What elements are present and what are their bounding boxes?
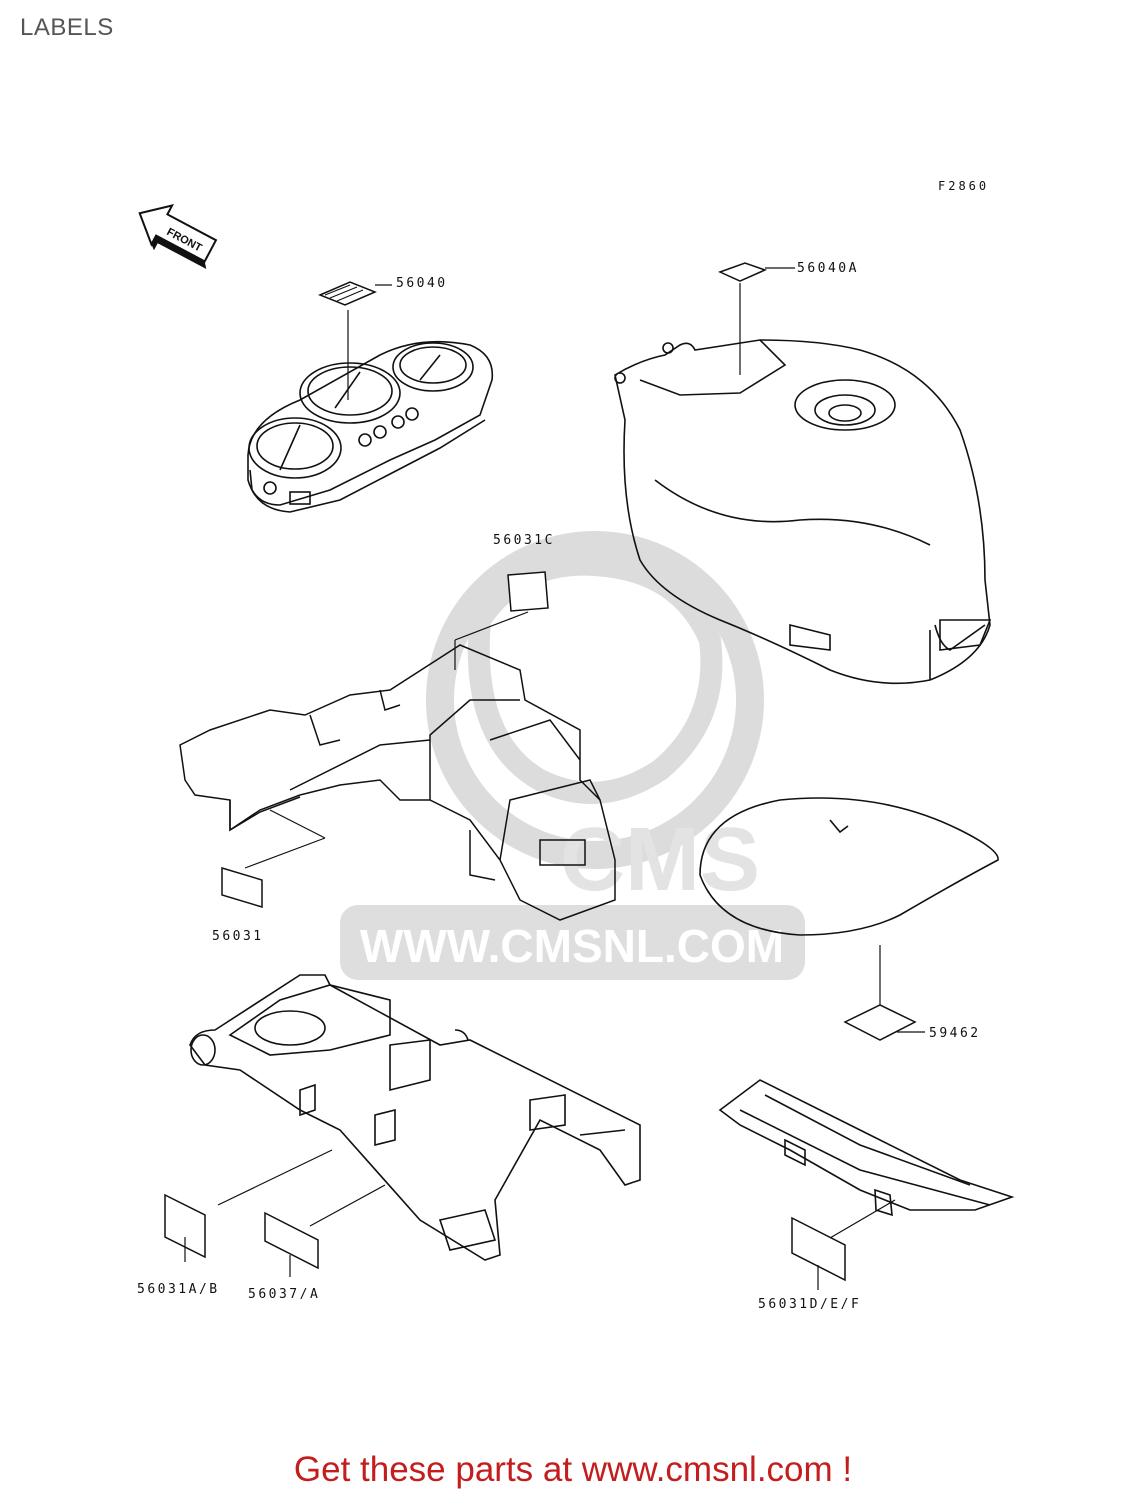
callout-59462[interactable]: 59462 — [929, 1026, 981, 1041]
callout-56040a[interactable]: 56040A — [797, 261, 859, 276]
callout-56031c[interactable]: 56031C — [493, 533, 555, 548]
rear-fender-assembly — [179, 644, 616, 921]
seat — [699, 797, 999, 936]
watermark-site: WWW.CMSNL.COM — [360, 920, 784, 972]
instrument-cluster — [247, 340, 494, 513]
callout-56031def[interactable]: 56031D/E/F — [758, 1297, 862, 1312]
watermark-logo: WWW.CMSNL.COM CMS — [340, 531, 805, 980]
callout-56040[interactable]: 56040 — [396, 276, 448, 291]
footer-cta[interactable]: Get these parts at www.cmsnl.com ! — [0, 1450, 1146, 1490]
figure-code: F2860 — [938, 179, 990, 193]
watermark-logo-text: CMS — [560, 810, 760, 910]
callout-56037a[interactable]: 56037/A — [248, 1287, 321, 1302]
footer-cta-text[interactable]: Get these parts at www.cmsnl.com ! — [293, 1450, 853, 1489]
callout-56031[interactable]: 56031 — [212, 929, 264, 944]
swingarm — [189, 974, 641, 1261]
chain-guard — [718, 1079, 1015, 1217]
fuel-tank — [614, 339, 992, 685]
callout-56031ab[interactable]: 56031A/B — [137, 1282, 220, 1297]
front-direction-arrow: FRONT — [138, 204, 218, 270]
page-title: LABELS — [20, 14, 114, 41]
